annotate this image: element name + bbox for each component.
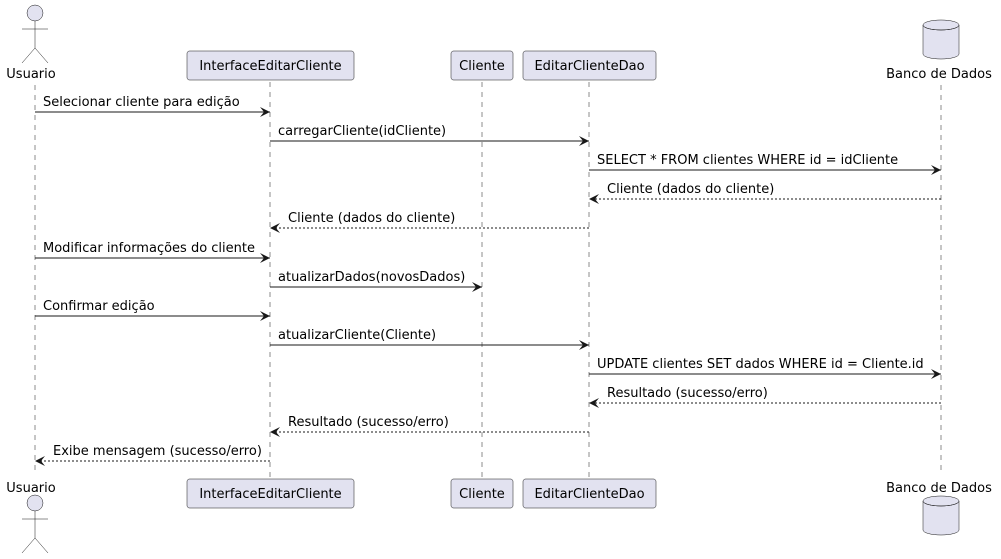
message-1: Selecionar cliente para edição [35,95,270,117]
message-9: atualizarCliente(Cliente) [270,328,589,350]
message-12: Resultado (sucesso/erro) [270,415,589,437]
message-5: Cliente (dados do cliente) [270,211,589,233]
participant-box-cliente-bottom [450,478,514,509]
message-10: UPDATE clientes SET dados WHERE id = Cli… [589,357,941,379]
actor-usuario-icon [21,4,49,64]
message-label: Confirmar edição [43,299,155,314]
participant-box-dao-bottom [522,478,657,509]
message-8: Confirmar edição [35,299,270,321]
message-3: SELECT * FROM clientes WHERE id = idClie… [589,153,941,175]
message-label: SELECT * FROM clientes WHERE id = idClie… [597,153,898,168]
participant-label-dao-bottom: EditarClienteDao [534,487,644,502]
message-label: atualizarCliente(Cliente) [278,328,436,343]
database-banco-icon [922,19,960,60]
message-list: Selecionar cliente para edição carregarCl… [35,95,941,466]
message-2: carregarCliente(idCliente) [270,124,589,146]
participant-label-cliente-bottom: Cliente [459,487,505,502]
message-label: Selecionar cliente para edição [43,95,240,110]
participant-label-usuario: Usuario [6,67,55,82]
message-13: Exibe mensagem (sucesso/erro) [35,444,270,466]
participant-box-dao [522,50,657,81]
participant-label-interface-bottom: InterfaceEditarCliente [199,487,341,502]
message-label: UPDATE clientes SET dados WHERE id = Cli… [597,357,924,372]
message-7: atualizarDados(novosDados) [270,270,482,292]
message-label: Resultado (sucesso/erro) [607,386,768,401]
participant-label-banco-bottom: Banco de Dados [886,481,992,496]
message-6: Modificar informações do cliente [35,241,270,263]
actor-usuario-bottom-icon [21,494,49,554]
participant-label-interface: InterfaceEditarCliente [199,59,341,74]
message-4: Cliente (dados do cliente) [589,182,941,204]
message-label: Cliente (dados do cliente) [607,182,774,197]
message-label: Modificar informações do cliente [43,241,255,256]
participant-label-dao: EditarClienteDao [534,59,644,74]
message-label: Exibe mensagem (sucesso/erro) [53,444,262,459]
participant-label-usuario-bottom: Usuario [6,481,55,496]
message-label: carregarCliente(idCliente) [278,124,446,139]
participant-box-interface [186,50,355,81]
message-label: atualizarDados(novosDados) [278,270,465,285]
participant-box-interface-bottom [186,478,355,509]
participant-label-cliente: Cliente [459,59,505,74]
message-11: Resultado (sucesso/erro) [589,386,941,408]
participant-label-banco: Banco de Dados [886,67,992,82]
participant-box-cliente [450,50,514,81]
message-label: Cliente (dados do cliente) [288,211,455,226]
message-label: Resultado (sucesso/erro) [288,415,449,430]
database-banco-bottom-icon [922,495,960,536]
